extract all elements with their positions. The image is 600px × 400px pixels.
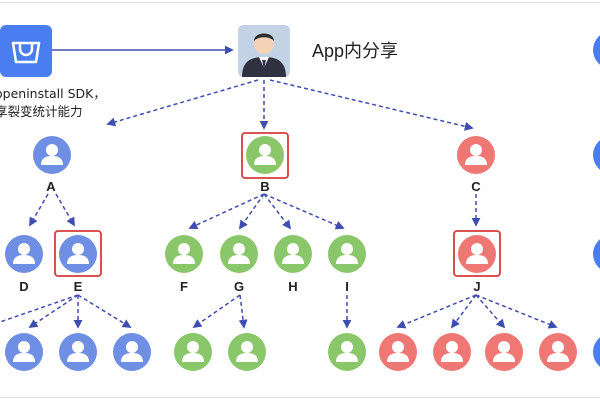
- user-avatar-icon: [246, 136, 284, 174]
- node-label-b: B: [260, 179, 269, 194]
- user-avatar-icon: [113, 333, 151, 371]
- node-label-e: E: [74, 279, 83, 294]
- user-avatar-icon: [328, 333, 366, 371]
- user-avatar-icon: [59, 235, 97, 273]
- user-avatar-icon: [5, 235, 43, 273]
- node-label-d: D: [19, 279, 28, 294]
- sdk-caption-line1: openinstall SDK，: [0, 86, 106, 101]
- node-label-i: I: [345, 279, 349, 294]
- page-title: App内分享: [312, 41, 398, 61]
- node-label-j: J: [473, 279, 480, 294]
- user-avatar-icon: [458, 235, 496, 273]
- user-avatar-icon: [220, 235, 258, 273]
- user-avatar-icon: [539, 333, 577, 371]
- highlight-frame-e: [54, 230, 102, 277]
- user-avatar-icon: [379, 333, 417, 371]
- user-avatar-icon: [228, 333, 266, 371]
- node-label-a: A: [46, 179, 56, 194]
- user-avatar-icon: [593, 35, 600, 367]
- node-label-g: G: [234, 279, 244, 294]
- level1-arrows: [0, 79, 558, 329]
- user-avatar-icon: [174, 333, 212, 371]
- user-avatar-icon: [33, 136, 71, 174]
- sharer-avatar: [238, 25, 290, 77]
- sdk-caption-line2: 享裂变统计能力: [0, 104, 83, 119]
- highlight-frame-j: [453, 230, 501, 277]
- user-avatar-icon: [433, 333, 471, 371]
- user-avatar-icon: [328, 235, 366, 273]
- user-avatar-icon: [5, 333, 43, 371]
- node-label-f: F: [180, 279, 188, 294]
- node-label-h: H: [288, 279, 297, 294]
- node-label-c: C: [471, 179, 481, 194]
- user-avatar-icon: [165, 235, 203, 273]
- highlight-frame-b: [241, 132, 289, 179]
- user-avatar-icon: [274, 235, 312, 273]
- user-avatar-icon: [457, 136, 495, 174]
- shopping-bag-icon: [0, 25, 52, 77]
- user-avatar-icon: [485, 333, 523, 371]
- user-avatar-icon: [59, 333, 97, 371]
